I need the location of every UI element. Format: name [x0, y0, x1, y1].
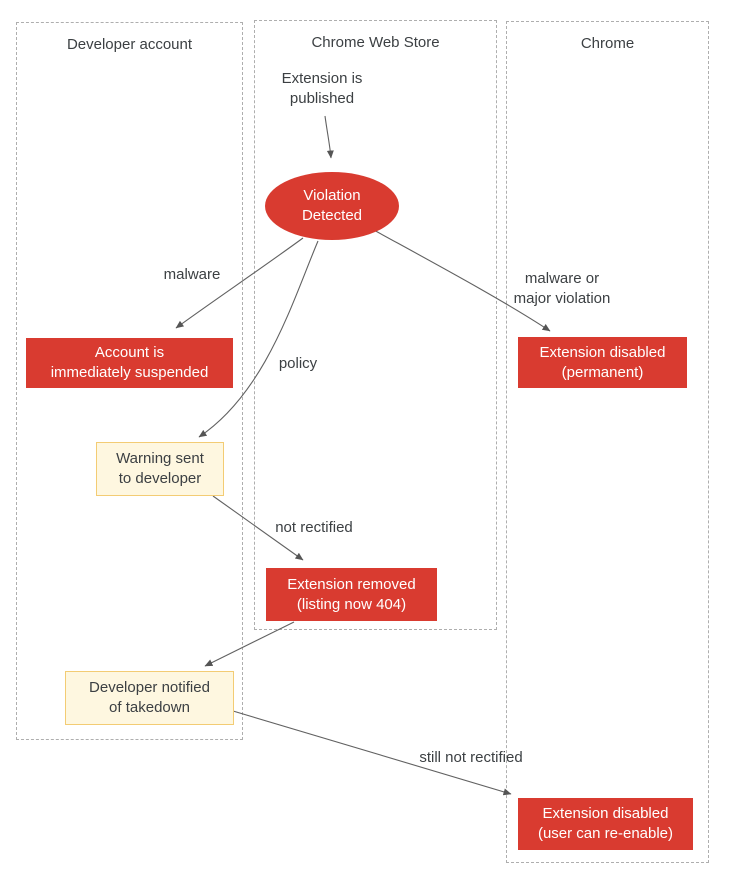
- arrow-warning-to-removed: [212, 495, 304, 561]
- lane-title-developer-account: Developer account: [66, 36, 193, 53]
- node-violation-detected: Violation Detected: [265, 172, 399, 240]
- edge-label-malware: malware: [163, 266, 221, 283]
- edge-label-policy: policy: [278, 355, 318, 372]
- lane-developer-account: Developer account: [16, 22, 243, 740]
- edge-label-not-rectified: not rectified: [275, 519, 353, 536]
- node-extension-disabled-permanent: Extension disabled (permanent): [518, 337, 687, 388]
- lane-title-chrome-web-store: Chrome Web Store: [311, 34, 440, 51]
- node-extension-disabled-reenable: Extension disabled (user can re-enable): [518, 798, 693, 850]
- arrow-notified-to-disabled-reenable: [232, 710, 512, 796]
- arrow-removed-to-notified: [204, 621, 295, 667]
- node-extension-published: Extension is published: [281, 70, 363, 107]
- edge-label-still-not-rectified: still not rectified: [419, 749, 523, 766]
- node-warning-sent: Warning sent to developer: [96, 442, 224, 496]
- arrow-violation-to-warning: [198, 240, 319, 438]
- lane-title-chrome: Chrome: [580, 35, 635, 52]
- edge-label-malware-or-major-violation: malware or major violation: [513, 270, 611, 307]
- arrow-violation-to-disabled-permanent: [371, 228, 551, 332]
- arrow-published-to-violation: [324, 115, 334, 159]
- node-developer-notified: Developer notified of takedown: [65, 671, 234, 725]
- lane-chrome-web-store: Chrome Web Store: [254, 20, 497, 630]
- node-extension-removed: Extension removed (listing now 404): [266, 568, 437, 621]
- lane-chrome: Chrome: [506, 21, 709, 863]
- arrow-violation-to-suspended: [175, 237, 304, 329]
- node-account-suspended: Account is immediately suspended: [26, 338, 233, 388]
